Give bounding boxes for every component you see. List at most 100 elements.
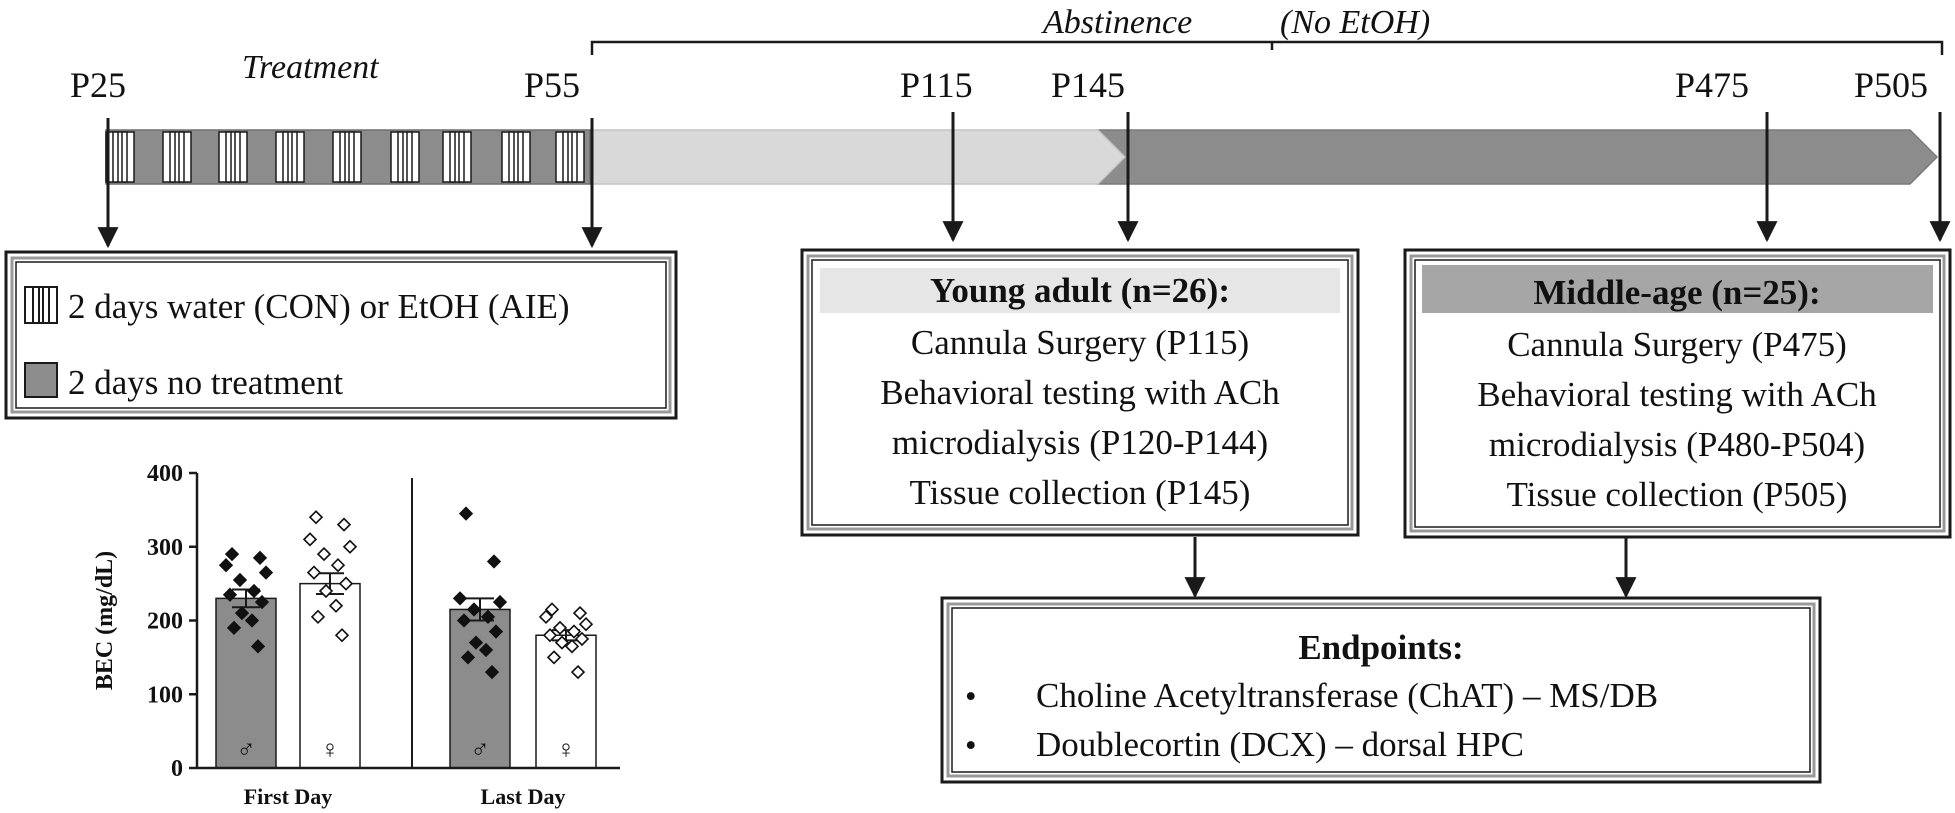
data-point <box>574 631 590 647</box>
bullet-icon: • <box>965 728 977 764</box>
y-axis-label: BEC (mg/dL) <box>92 551 118 690</box>
data-point <box>334 628 350 643</box>
y-tick-label: 0 <box>171 756 183 782</box>
young-adult-box <box>800 248 1360 537</box>
young-adult-header-band <box>820 268 1340 313</box>
abstinence-label: Abstinence <box>1041 4 1192 41</box>
data-point <box>460 650 476 665</box>
data-point <box>552 620 568 636</box>
female-symbol-icon: ♀ <box>556 735 576 764</box>
data-point <box>318 583 334 599</box>
female-symbol-icon: ♀ <box>320 735 340 764</box>
striped-bar-icon <box>24 286 58 324</box>
data-point <box>310 609 326 624</box>
data-point <box>254 594 270 610</box>
water-etoh-stripe <box>501 131 531 183</box>
data-point <box>258 565 274 580</box>
y-tick-label: 400 <box>147 461 183 487</box>
data-point <box>342 539 358 554</box>
water-etoh-stripe <box>162 131 192 183</box>
legend-box <box>4 250 678 420</box>
middle-age-line: microdialysis (P480-P504) <box>1489 425 1865 464</box>
data-point <box>578 617 594 632</box>
data-point <box>484 664 500 680</box>
timepoint-label: P55 <box>524 65 580 105</box>
data-point <box>468 635 484 650</box>
water-etoh-stripe <box>555 131 585 183</box>
x-group-label: Last Day <box>481 784 566 809</box>
data-point <box>546 650 562 665</box>
water-etoh-stripe <box>442 131 472 183</box>
data-point <box>486 554 502 569</box>
data-point <box>244 613 260 628</box>
data-point <box>308 510 324 525</box>
data-point <box>328 598 344 613</box>
data-point <box>478 642 494 658</box>
data-point <box>538 609 554 624</box>
endpoint-item: Doublecortin (DCX) – dorsal HPC <box>1036 725 1524 764</box>
y-tick-label: 100 <box>147 682 183 708</box>
endpoints-header: Endpoints: <box>1298 628 1463 667</box>
bar <box>535 634 597 769</box>
bar <box>449 608 511 769</box>
young-adult-line: Behavioral testing with ACh <box>880 373 1280 412</box>
water-etoh-stripe <box>332 131 362 183</box>
data-point <box>542 628 558 643</box>
x-group-label: First Day <box>244 784 333 809</box>
data-point <box>492 594 508 610</box>
endpoint-item: Choline Acetyltransferase (ChAT) – MS/DB <box>1036 676 1658 715</box>
middle-age-header-band <box>1422 265 1933 313</box>
middle-age-line: Behavioral testing with ACh <box>1477 375 1877 414</box>
y-tick-label: 200 <box>147 609 183 635</box>
treatment-label: Treatment <box>242 49 380 86</box>
gray-square-icon <box>24 362 58 398</box>
water-etoh-stripe <box>218 131 248 183</box>
data-point <box>488 624 504 639</box>
data-point <box>306 565 322 580</box>
data-point <box>224 546 240 562</box>
middle-age-abstinence-arrow <box>1096 129 1939 185</box>
water-etoh-stripe <box>390 131 420 183</box>
data-point <box>570 664 586 680</box>
data-point <box>222 587 238 602</box>
middle-age-header: Middle-age (n=25): <box>1533 273 1820 312</box>
data-point <box>456 613 472 628</box>
treatment-stripes <box>105 131 585 183</box>
timepoint-arrows <box>97 112 1951 599</box>
young-adult-header: Young adult (n=26): <box>930 271 1230 310</box>
timepoint-label: P25 <box>70 65 126 105</box>
data-point <box>226 620 242 636</box>
young-adult-abstinence-arrow <box>589 129 1127 185</box>
middle-age-line: Tissue collection (P505) <box>1507 475 1848 514</box>
data-point <box>338 576 354 591</box>
y-tick-label: 300 <box>147 535 183 561</box>
young-adult-line: Cannula Surgery (P115) <box>911 323 1249 362</box>
data-point <box>302 532 318 547</box>
data-point <box>250 639 266 654</box>
timepoint-label: P505 <box>1854 65 1928 105</box>
young-adult-line: Tissue collection (P145) <box>910 473 1251 512</box>
bar <box>299 582 361 769</box>
data-point <box>252 550 268 565</box>
data-point <box>544 602 560 617</box>
water-etoh-stripe <box>275 131 305 183</box>
bar <box>215 597 277 769</box>
male-symbol-icon: ♂ <box>470 735 490 764</box>
data-point <box>234 605 250 621</box>
middle-age-box <box>1403 248 1952 539</box>
male-symbol-icon: ♂ <box>236 735 256 764</box>
data-point <box>466 602 482 617</box>
timepoint-label: P475 <box>1675 65 1749 105</box>
data-point <box>246 583 262 599</box>
data-point <box>336 517 352 532</box>
legend-label-no-treatment: 2 days no treatment <box>68 363 343 402</box>
middle-age-line: Cannula Surgery (P475) <box>1507 325 1847 364</box>
data-point <box>218 558 234 573</box>
legend-label-treatment: 2 days water (CON) or EtOH (AIE) <box>68 287 570 326</box>
water-etoh-stripe <box>105 131 135 183</box>
no-etoh-label: (No EtOH) <box>1280 4 1430 41</box>
data-point <box>316 546 332 562</box>
timepoint-label: P115 <box>900 65 973 105</box>
data-point <box>330 558 346 573</box>
